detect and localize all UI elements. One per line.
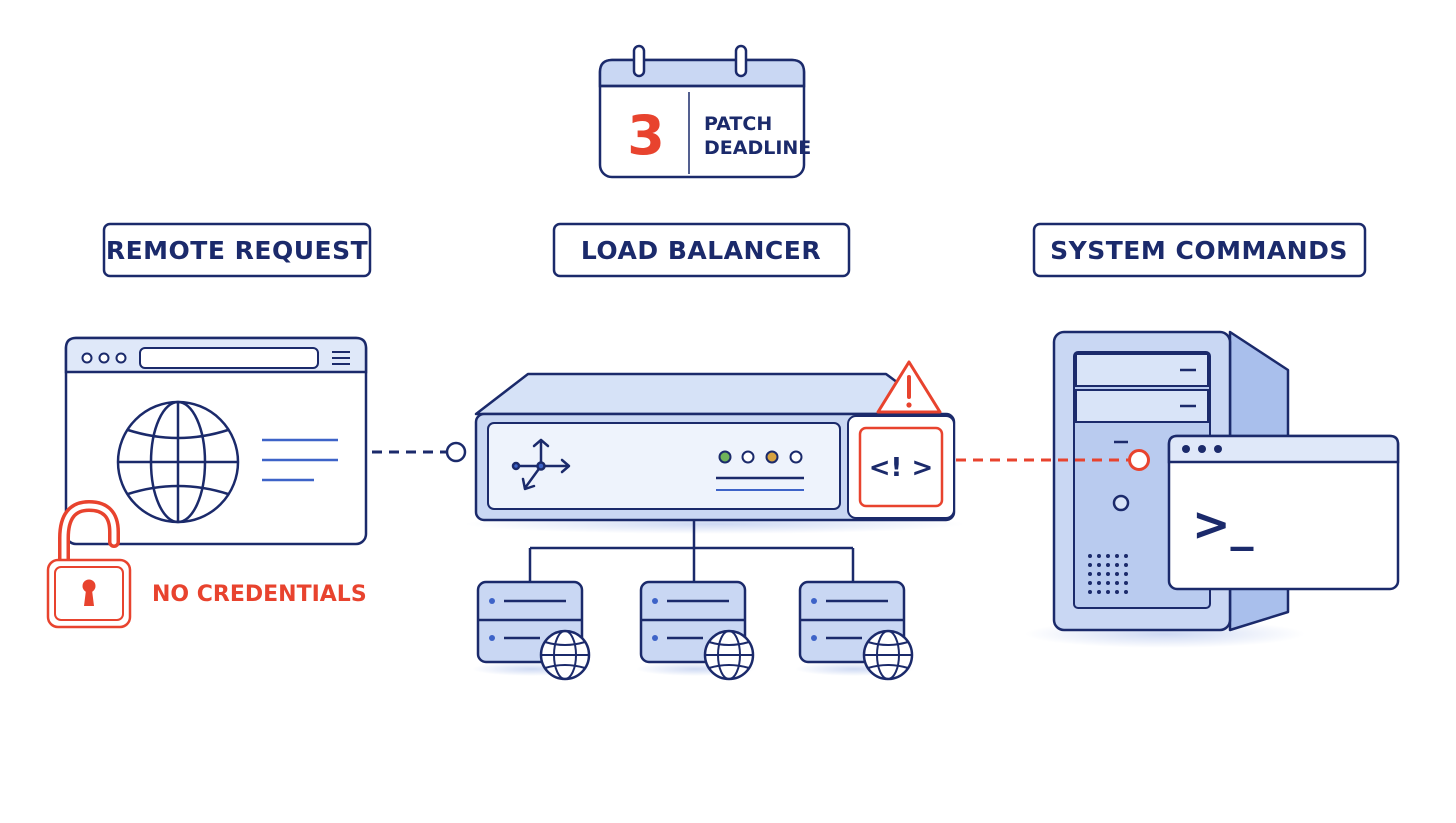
label-system-commands-text: SYSTEM COMMANDS <box>1050 236 1348 265</box>
exploit-connector-node <box>1128 449 1150 471</box>
server-globe-icon <box>862 629 914 681</box>
calendar-day: 3 <box>627 104 665 167</box>
code-injection-badge: <! > <box>869 453 933 483</box>
no-credentials-caption: NO CREDENTIALS <box>152 582 367 607</box>
terminal-prompt: >_ <box>1192 497 1254 551</box>
vent-grille <box>1088 554 1128 594</box>
request-connector-node <box>445 441 467 463</box>
calendar-icon: 3 PATCH DEADLINE <box>598 44 811 179</box>
backend-server-2 <box>636 580 756 681</box>
backend-server-1 <box>472 580 592 681</box>
backend-server-3 <box>795 580 915 681</box>
routing-arrows-icon <box>511 438 571 491</box>
browser-window-icon <box>64 336 368 546</box>
label-remote-request-text: REMOTE REQUEST <box>106 236 368 265</box>
unlocked-padlock-icon <box>46 499 132 629</box>
label-remote-request: REMOTE REQUEST <box>102 222 372 278</box>
calendar-line2: DEADLINE <box>704 137 811 159</box>
label-system-commands: SYSTEM COMMANDS <box>1032 222 1367 278</box>
server-globe-icon <box>703 629 755 681</box>
server-globe-icon <box>539 629 591 681</box>
warning-icon <box>876 360 942 414</box>
calendar-line1: PATCH <box>704 113 772 135</box>
terminal-window-icon: >_ <box>1167 434 1400 591</box>
label-load-balancer-text: LOAD BALANCER <box>581 236 821 265</box>
globe-icon <box>116 400 240 524</box>
backend-branch-lines <box>528 520 855 582</box>
label-load-balancer: LOAD BALANCER <box>552 222 851 278</box>
load-balancer-device: <! > <box>465 372 965 534</box>
